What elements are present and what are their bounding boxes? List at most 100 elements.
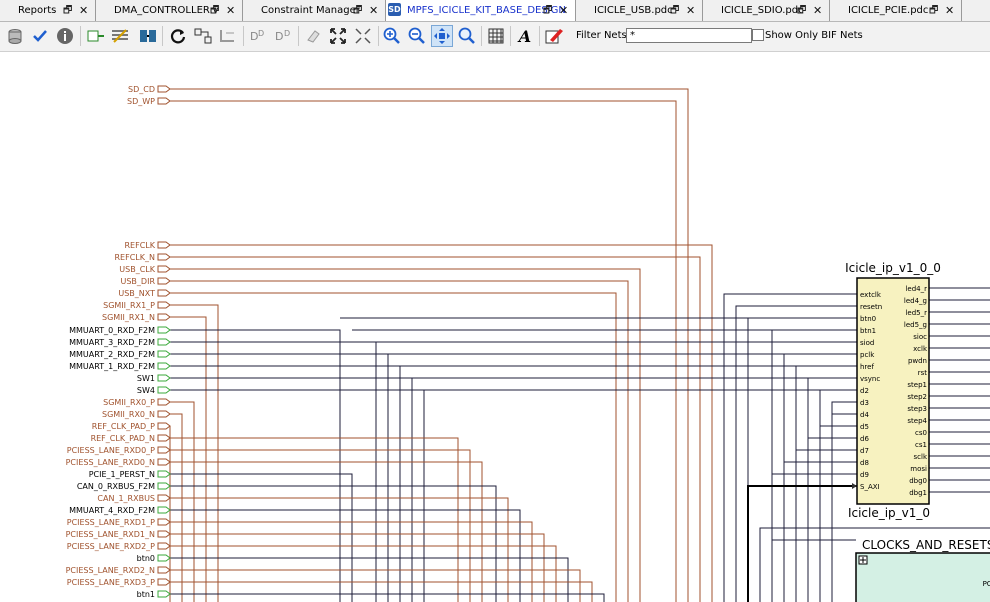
block-body[interactable] — [856, 277, 930, 505]
pin-pwdn: pwdn — [908, 357, 927, 365]
port-refclk[interactable]: REFCLK — [124, 241, 171, 250]
port-label: REFCLK_N — [115, 253, 156, 262]
port-btn1[interactable]: btn1 — [137, 590, 171, 599]
net-wire — [170, 316, 207, 602]
float-window-icon[interactable]: 🗗 — [797, 5, 807, 16]
port-sw4[interactable]: SW4 — [137, 386, 171, 395]
port-mmuart-0-rxd-f2m[interactable]: MMUART_0_RXD_F2M — [69, 326, 171, 335]
port-mmuart-4-rxd-f2m[interactable]: MMUART_4_RXD_F2M — [69, 506, 171, 515]
info-icon[interactable] — [54, 25, 76, 47]
port-mmuart-2-rxd-f2m[interactable]: MMUART_2_RXD_F2M — [69, 350, 171, 359]
bus-icon[interactable] — [109, 25, 131, 47]
auto-route-icon[interactable] — [217, 25, 239, 47]
font-icon[interactable]: A — [518, 26, 532, 46]
tab-dma-controller-v[interactable]: DMA_CONTROLLER.v🗗✕ — [96, 0, 243, 21]
expand-all-icon[interactable] — [327, 25, 349, 47]
pin-step4: step4 — [907, 417, 927, 425]
zoom-selection-icon[interactable] — [456, 25, 478, 47]
net-wire — [170, 292, 617, 602]
port-sd-cd[interactable]: SD_CD — [128, 85, 171, 94]
port-ref-clk-pad-n[interactable]: REF_CLK_PAD_N — [91, 434, 171, 443]
tab-constraint-manager[interactable]: Constraint Manager🗗 ✕ — [243, 0, 386, 21]
port-flag-icon — [157, 350, 171, 358]
edit-properties-icon[interactable] — [543, 25, 565, 47]
toolbar-separator — [80, 26, 81, 46]
float-window-icon[interactable]: 🗗 — [63, 5, 73, 16]
port-pciess-lane-rxd1-n[interactable]: PCIESS_LANE_RXD1_N — [66, 530, 171, 539]
tab-icicle-usb-pdc[interactable]: ICICLE_USB.pdc🗗✕ — [576, 0, 703, 21]
port-sgmii-rx0-p[interactable]: SGMII_RX0_P — [103, 398, 171, 407]
port-sd-wp[interactable]: SD_WP — [127, 97, 171, 106]
port-sw1[interactable]: SW1 — [137, 374, 171, 383]
zoom-in-icon[interactable] — [381, 25, 403, 47]
tab-icicle-sdio-pdc[interactable]: ICICLE_SDIO.pdc🗗✕ — [703, 0, 830, 21]
close-tab-icon[interactable]: ✕ — [813, 4, 823, 17]
pin-mosi: mosi — [910, 465, 927, 473]
bif-connect-icon[interactable] — [137, 25, 159, 47]
port-flag-icon — [157, 265, 171, 273]
close-tab-icon[interactable]: ✕ — [79, 4, 89, 17]
port-pciess-lane-rxd0-n[interactable]: PCIESS_LANE_RXD0_N — [66, 458, 171, 467]
float-window-icon[interactable]: 🗗 — [210, 5, 220, 16]
port-btn0[interactable]: btn0 — [137, 554, 171, 563]
float-window-icon[interactable]: 🗗 — [543, 5, 553, 16]
zoom-fit-icon[interactable] — [431, 25, 453, 47]
check-design-icon[interactable] — [29, 25, 51, 47]
database-settings-icon[interactable] — [4, 25, 26, 47]
port-pcie-1-perst-n[interactable]: PCIE_1_PERST_N — [89, 470, 171, 479]
port-can-1-rxbus[interactable]: CAN_1_RXBUS — [97, 494, 171, 503]
port-mmuart-3-rxd-f2m[interactable]: MMUART_3_RXD_F2M — [69, 338, 171, 347]
block-body[interactable] — [855, 552, 990, 602]
zoom-out-icon[interactable] — [406, 25, 428, 47]
float-window-icon[interactable]: 🗗 — [929, 5, 939, 16]
promote-port-icon[interactable] — [84, 25, 106, 47]
show-only-bif-nets-checkbox[interactable] — [752, 29, 764, 41]
port-usb-dir[interactable]: USB_DIR — [121, 277, 171, 286]
float-window-icon[interactable]: 🗗 — [670, 5, 680, 16]
close-tab-icon[interactable]: ✕ — [945, 4, 955, 17]
auto-arrange-icon[interactable] — [192, 25, 214, 47]
close-tab-icon[interactable]: ✕ — [686, 4, 696, 17]
icicle-ip-block[interactable]: Icicle_ip_v1_0_0extclkresetnbtn0btn1siod… — [845, 261, 941, 520]
port-refclk-n[interactable]: REFCLK_N — [115, 253, 171, 262]
eraser-icon[interactable] — [302, 25, 324, 47]
grid-icon[interactable] — [485, 25, 507, 47]
port-pciess-lane-rxd2-p[interactable]: PCIESS_LANE_RXD2_P — [67, 542, 171, 551]
port-flag-icon — [157, 338, 171, 346]
pin-wire — [735, 305, 857, 602]
port-ref-clk-pad-p[interactable]: REF_CLK_PAD_P — [92, 422, 171, 431]
close-tab-icon[interactable]: ✕ — [559, 4, 569, 17]
close-tab-icon[interactable]: ✕ — [369, 4, 379, 17]
port-label: CAN_1_RXBUS — [97, 494, 155, 503]
port-pciess-lane-rxd0-p[interactable]: PCIESS_LANE_RXD0_P — [67, 446, 171, 455]
port-sgmii-rx0-n[interactable]: SGMII_RX0_N — [102, 410, 171, 419]
port-label: SD_CD — [128, 85, 155, 94]
filter-nets-input[interactable] — [626, 28, 752, 43]
tab-icicle-pcie-pdc[interactable]: ICICLE_PCIE.pdc🗗✕ — [830, 0, 962, 21]
port-label: PCIESS_LANE_RXD2_N — [66, 566, 155, 575]
port-can-0-rxbus-f2m[interactable]: CAN_0_RXBUS_F2M — [77, 482, 171, 491]
port-usb-nxt[interactable]: USB_NXT — [118, 289, 171, 298]
refresh-icon[interactable] — [167, 25, 189, 47]
port-usb-clk[interactable]: USB_CLK — [119, 265, 171, 274]
port-label: PCIESS_LANE_RXD0_N — [66, 458, 155, 467]
clocks-and-resets-block[interactable]: CLOCKS_AND_RESETSPCIe_CLK_125MHzPCIe_REF… — [855, 538, 990, 602]
port-mmuart-1-rxd-f2m[interactable]: MMUART_1_RXD_F2M — [69, 362, 171, 371]
smartdesign-canvas[interactable]: SD_CD SD_WP REFCLK REFCLK_N USB_CLK USB_DIR US… — [0, 52, 990, 602]
port-pciess-lane-rxd1-p[interactable]: PCIESS_LANE_RXD1_P — [67, 518, 171, 527]
port-sgmii-rx1-n[interactable]: SGMII_RX1_N — [102, 313, 171, 322]
collapse-all-icon[interactable] — [352, 25, 374, 47]
svg-text:D: D — [258, 29, 264, 38]
pin-step1: step1 — [907, 381, 927, 389]
port-pciess-lane-rxd2-n[interactable]: PCIESS_LANE_RXD2_N — [66, 566, 171, 575]
float-window-icon[interactable]: 🗗 — [353, 5, 363, 16]
port-pciess-lane-rxd3-p[interactable]: PCIESS_LANE_RXD3_P — [67, 578, 171, 587]
port-sgmii-rx1-p[interactable]: SGMII_RX1_P — [103, 301, 171, 310]
pin-d4: d4 — [860, 411, 869, 419]
close-tab-icon[interactable]: ✕ — [226, 4, 236, 17]
tab-label: Constraint Manager — [261, 5, 360, 16]
tab-reports[interactable]: Reports🗗✕ — [0, 0, 96, 21]
